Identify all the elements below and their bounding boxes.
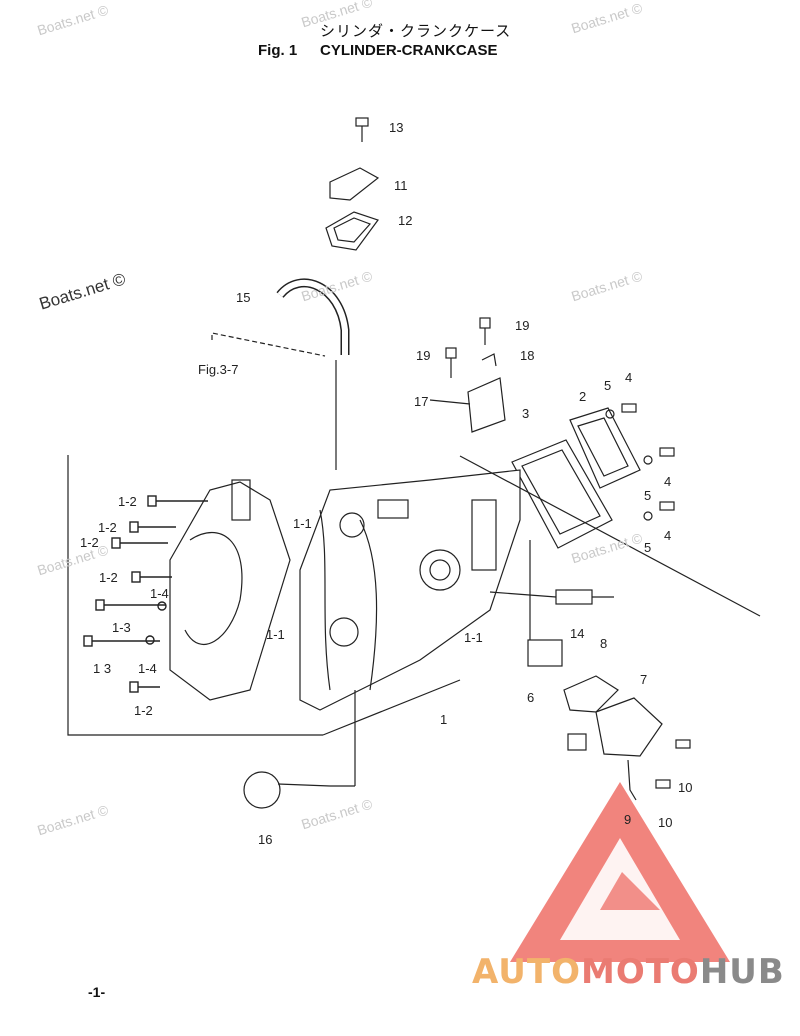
callout-17: 17 [414,394,429,409]
callout-12: 12 [398,213,413,228]
crankcase-half [169,479,291,701]
callout-19-top: 19 [515,318,530,333]
bolts-9-10 [627,739,691,801]
logo-text-moto: MOTO [580,952,700,992]
thermostat-6 [527,540,563,667]
logo-text-auto: AUTO [472,952,581,992]
gasket-12 [325,211,379,251]
callout-1-2-c: 1-2 [80,535,99,550]
callout-13: 13 [389,120,404,135]
callout-15: 15 [236,290,251,305]
callout-1-1-c: 1-1 [464,630,483,645]
callout-18: 18 [520,348,535,363]
bracket-17 [429,317,506,433]
callout-1: 1 [440,712,448,727]
gasket-8 [563,675,619,713]
thermostat-cover-7 [567,697,663,757]
callout-6: 6 [527,690,535,705]
callout-5-top: 5 [604,378,612,393]
hose-15 [276,278,350,355]
callout-1-3-b: 1 3 [93,661,112,676]
callout-1-2-d: 1-2 [99,570,118,585]
plate-2 [569,407,641,489]
bolts-4-5 [605,403,675,521]
callout-11: 11 [394,178,408,193]
callout-2: 2 [579,389,587,404]
callout-1-1-b: 1-1 [266,627,285,642]
cylinder-crankcase-body [299,469,521,711]
callout-10-right: 10 [678,780,693,795]
bolt-13 [355,117,369,142]
cover-plate-11 [329,167,380,201]
callout-1-3-a: 1-3 [112,620,131,635]
gasket-3 [511,439,613,549]
callout-19-left: 19 [416,348,431,363]
callout-5-bottom: 5 [644,540,652,555]
figure-title: CYLINDER-CRANKCASE [320,42,498,59]
callout-16: 16 [258,832,273,847]
callout-1-2-e: 1-2 [134,703,153,718]
callout-10-bottom: 10 [658,815,673,830]
automotohub-logo: AUTOMOTOHUB [472,952,785,992]
figure-label: Fig. 1 [258,42,298,59]
callout-1-1-a: 1-1 [293,516,312,531]
callout-4-bottom: 4 [664,528,672,543]
callout-3: 3 [522,406,530,421]
callout-8: 8 [600,636,608,651]
callout-4-top: 4 [625,370,633,385]
callout-1-4-a: 1-4 [150,586,169,601]
automotohub-logo-mark [510,782,730,962]
spark-plug-14 [489,589,614,605]
callout-fig-3-7: Fig.3-7 [198,362,239,377]
page-number: -1- [88,984,106,1000]
japanese-title: シリンダ・クランクケース [320,22,512,40]
callout-5-mid: 5 [644,488,652,503]
callout-1-2-b: 1-2 [98,520,117,535]
logo-text-hub: HUB [699,952,785,992]
callout-1-2-a: 1-2 [118,494,137,509]
bolts-1-2 [83,495,208,693]
callout-4-mid: 4 [664,474,672,489]
callout-1-4-b: 1-4 [138,661,157,676]
callout-14: 14 [570,626,585,641]
callout-7: 7 [640,672,648,687]
callout-9: 9 [624,812,632,827]
oil-dipstick-16 [243,690,356,809]
